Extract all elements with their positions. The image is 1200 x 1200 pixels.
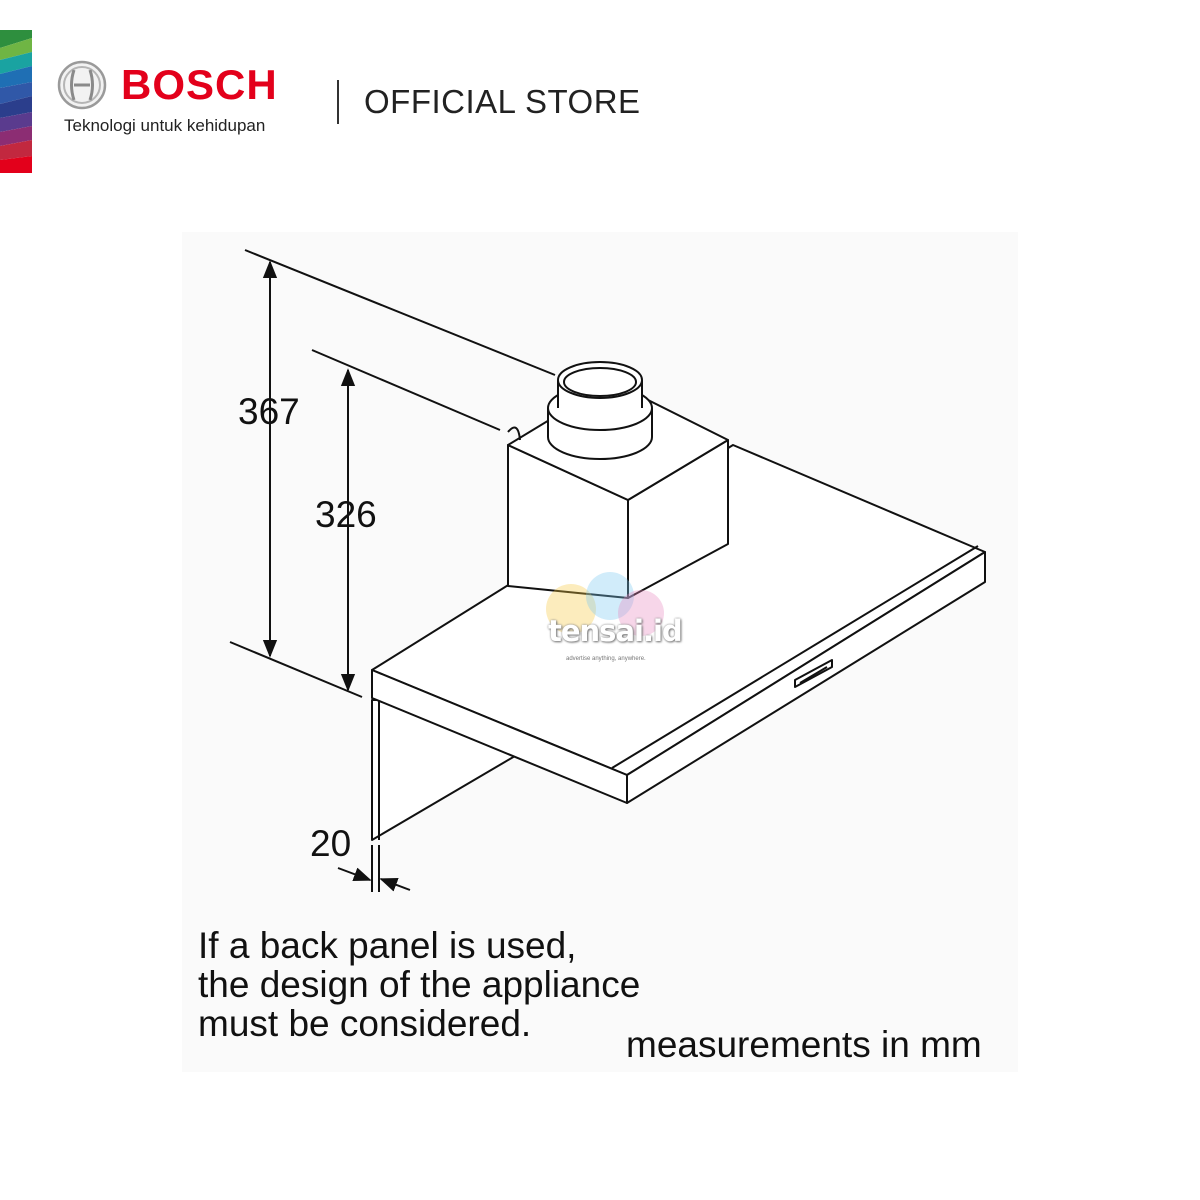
bosch-armature-icon	[57, 60, 107, 110]
brand-logo: BOSCH	[57, 60, 278, 110]
watermark-text: tensai.id	[548, 614, 683, 648]
store-label: OFFICIAL STORE	[364, 83, 641, 120]
brand-name: BOSCH	[121, 61, 278, 108]
dimension-arrow-20-left	[337, 867, 372, 882]
extension-line-top-367	[244, 249, 556, 376]
back-panel-note: If a back panel is used, the design of t…	[198, 926, 640, 1043]
dimension-label-20: 20	[310, 823, 351, 864]
note-line: must be considered.	[198, 1003, 532, 1044]
watermark-subtext: advertise anything, anywhere.	[566, 656, 646, 662]
header-divider	[337, 80, 339, 124]
note-line: If a back panel is used,	[198, 925, 577, 966]
extension-line-top-326	[311, 349, 501, 431]
units-label: measurements in mm	[626, 1024, 982, 1065]
dimension-label-326: 326	[315, 494, 377, 535]
dimension-arrow-20-right	[379, 878, 411, 892]
brand-color-strip	[0, 30, 32, 173]
tensai-watermark: tensai.id advertise anything, anywhere.	[536, 564, 683, 674]
brand-tagline: Teknologi untuk kehidupan	[64, 116, 266, 135]
extension-line-bottom	[229, 641, 363, 698]
note-line: the design of the appliance	[198, 964, 641, 1005]
dimension-label-367: 367	[238, 391, 300, 432]
